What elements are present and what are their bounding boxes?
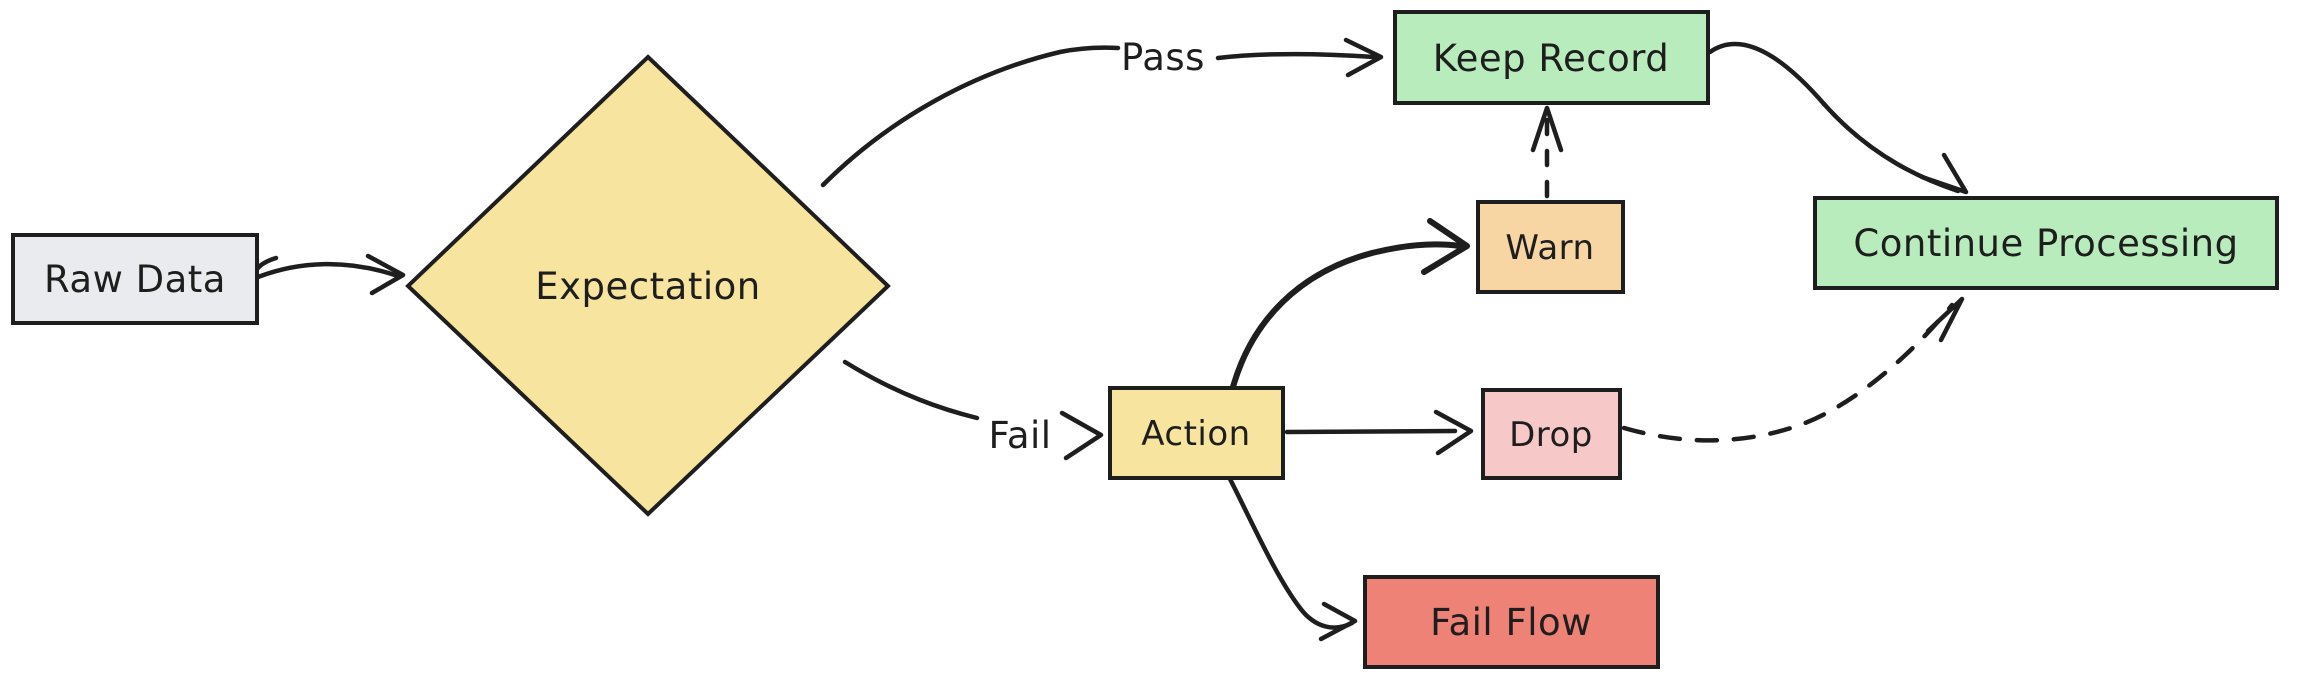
edge-expectation-to-action[interactable] [842, 359, 1104, 461]
node-action[interactable]: Action [1108, 386, 1285, 480]
continue-processing-label: Continue Processing [1853, 222, 2238, 265]
node-warn[interactable]: Warn [1476, 200, 1625, 294]
edge-expectation-to-keeprecord[interactable] [820, 37, 1384, 188]
edge-line [1215, 51, 1377, 61]
node-raw-data[interactable]: Raw Data [11, 233, 259, 325]
node-drop[interactable]: Drop [1481, 388, 1622, 480]
node-expectation-decision[interactable]: Expectation [405, 54, 891, 517]
action-label: Action [1141, 414, 1250, 454]
arrowhead-icon [1421, 218, 1470, 275]
node-keep-record[interactable]: Keep Record [1393, 10, 1710, 105]
edge-drop-to-continue-dashed[interactable] [1621, 296, 1965, 443]
continue-processing-box[interactable] [1813, 196, 2279, 290]
edge-action-to-failflow[interactable] [1227, 476, 1358, 642]
arrowhead-icon [1919, 152, 1969, 195]
arrowhead-icon [1925, 296, 1965, 343]
warn-box[interactable] [1476, 200, 1625, 294]
edge-line [1230, 241, 1463, 390]
raw-data-label: Raw Data [44, 258, 226, 301]
drop-label: Drop [1509, 415, 1593, 455]
arrowhead-icon [1530, 105, 1564, 153]
edge-line [820, 45, 1121, 188]
edge-line [1227, 476, 1355, 630]
node-continue-processing[interactable]: Continue Processing [1813, 196, 2279, 290]
arrowhead-icon [365, 253, 406, 296]
arrowhead-icon [1343, 37, 1384, 78]
edge-warn-to-keeprecord-dashed[interactable] [1530, 105, 1564, 199]
action-box[interactable] [1108, 386, 1285, 480]
edge-keeprecord-to-continue[interactable] [1707, 41, 1969, 195]
expectation-label: Expectation [535, 265, 760, 308]
keep-record-box[interactable] [1393, 10, 1710, 105]
expectation-diamond[interactable] [405, 54, 891, 517]
edge-label-pass: Pass [1121, 36, 1205, 79]
edge-line [1284, 428, 1458, 435]
raw-data-box[interactable] [11, 233, 259, 325]
edge-rawdata-to-expectation[interactable] [253, 253, 406, 296]
arrowhead-icon [1433, 409, 1474, 456]
edge-line [842, 359, 980, 421]
edge-label-fail: Fail [988, 414, 1051, 457]
arrowhead-icon [1318, 601, 1358, 642]
fail-flow-label: Fail Flow [1430, 601, 1592, 644]
node-fail-flow[interactable]: Fail Flow [1363, 575, 1660, 669]
edge-action-to-warn[interactable] [1230, 218, 1470, 390]
edge-line [1707, 41, 1961, 194]
arrowhead-icon [1059, 410, 1104, 461]
drop-box[interactable] [1481, 388, 1622, 480]
keep-record-label: Keep Record [1433, 37, 1670, 80]
edge-line [1621, 302, 1955, 443]
edge-action-to-drop[interactable] [1284, 409, 1474, 456]
warn-label: Warn [1505, 228, 1594, 268]
edge-line [253, 255, 401, 280]
fail-flow-box[interactable] [1363, 575, 1660, 669]
